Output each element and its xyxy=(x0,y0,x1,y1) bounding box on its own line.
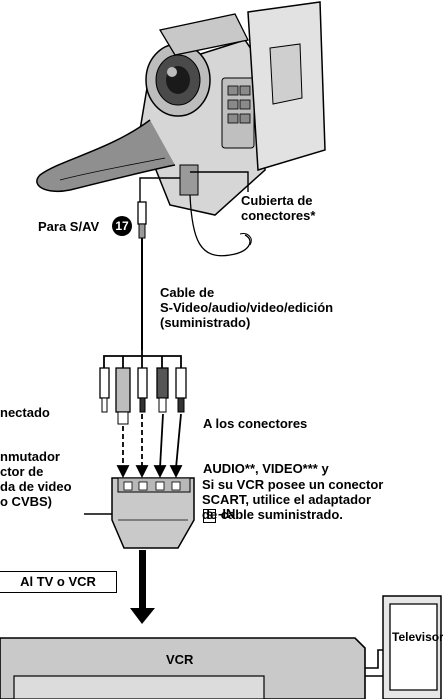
s-video-icon: S xyxy=(203,509,216,523)
label-desconectado: nectado xyxy=(0,405,50,420)
label-conmutador: nmutador ctor de da de video o CVBS) xyxy=(0,449,72,509)
scart-adapter xyxy=(111,477,195,549)
label-vcr: VCR xyxy=(166,652,194,667)
plug-arrows xyxy=(116,413,183,479)
label-scart-note: Si su VCR posee un conector SCART, utili… xyxy=(202,477,384,522)
television-device xyxy=(382,595,442,699)
label-cubierta: Cubierta de conectores* xyxy=(241,193,316,223)
output-plugs xyxy=(99,367,187,425)
badge-17-icon: 17 xyxy=(112,216,132,236)
label-a-los-conectores: A los conectores AUDIO**, VIDEO*** y S-I… xyxy=(203,416,329,523)
label-al-tv-vcr: Al TV o VCR xyxy=(0,571,117,593)
label-televisor: Televisor xyxy=(392,630,443,644)
label-para-sav: Para S/AV xyxy=(38,219,100,234)
vcr-device xyxy=(0,637,366,699)
cable-branches xyxy=(103,350,182,368)
camcorder-illustration xyxy=(36,1,326,257)
sav-plug xyxy=(137,201,147,239)
label-cable: Cable de S-Video/audio/video/edición (su… xyxy=(160,285,334,330)
to-tv-arrow xyxy=(130,550,155,624)
